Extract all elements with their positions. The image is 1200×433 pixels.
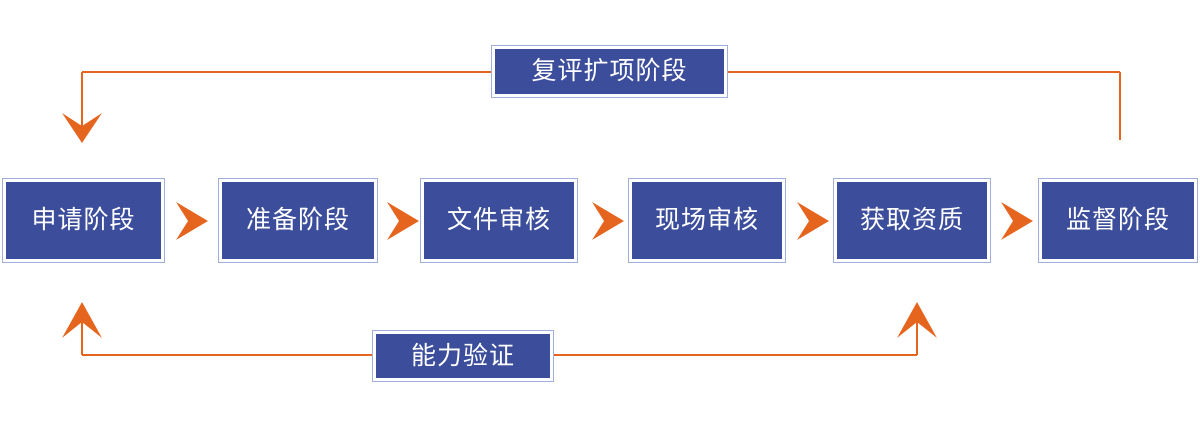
step-label-application: 申请阶段 xyxy=(31,206,136,234)
step-fill-obtain-qualification: 获取资质 xyxy=(837,182,987,259)
step-label-obtain-qualification: 获取资质 xyxy=(859,206,964,234)
chevron-arrow-2 xyxy=(383,200,423,242)
reassessment-stage-fill: 复评扩项阶段 xyxy=(495,49,724,94)
step-label-document-review: 文件审核 xyxy=(446,206,551,234)
reassessment-stage-box[interactable]: 复评扩项阶段 xyxy=(491,45,728,98)
arrowhead-up-to-step-1 xyxy=(62,302,102,338)
step-fill-application: 申请阶段 xyxy=(6,182,161,259)
arrowhead-down-to-step-1 xyxy=(62,113,102,143)
proficiency-testing-box[interactable]: 能力验证 xyxy=(372,330,554,382)
chevron-arrow-4 xyxy=(793,200,833,242)
step-label-supervision: 监督阶段 xyxy=(1065,206,1170,234)
chevron-arrow-5 xyxy=(997,200,1037,242)
step-fill-supervision: 监督阶段 xyxy=(1042,182,1194,259)
step-fill-document-review: 文件审核 xyxy=(424,182,574,259)
step-box-document-review[interactable]: 文件审核 xyxy=(420,178,578,263)
arrowhead-up-to-step-5 xyxy=(897,302,937,338)
proficiency-testing-label: 能力验证 xyxy=(410,341,515,370)
reassessment-stage-label: 复评扩项阶段 xyxy=(531,57,688,85)
step-box-onsite-review[interactable]: 现场审核 xyxy=(628,178,786,263)
step-box-application[interactable]: 申请阶段 xyxy=(2,178,165,263)
step-fill-preparation: 准备阶段 xyxy=(222,182,374,259)
step-label-onsite-review: 现场审核 xyxy=(654,206,759,234)
step-box-preparation[interactable]: 准备阶段 xyxy=(218,178,378,263)
chevron-arrow-3 xyxy=(588,200,628,242)
step-box-supervision[interactable]: 监督阶段 xyxy=(1038,178,1198,263)
step-box-obtain-qualification[interactable]: 获取资质 xyxy=(833,178,991,263)
proficiency-testing-fill: 能力验证 xyxy=(376,334,550,378)
step-fill-onsite-review: 现场审核 xyxy=(632,182,782,259)
chevron-arrow-1 xyxy=(172,200,212,242)
step-label-preparation: 准备阶段 xyxy=(245,206,350,234)
